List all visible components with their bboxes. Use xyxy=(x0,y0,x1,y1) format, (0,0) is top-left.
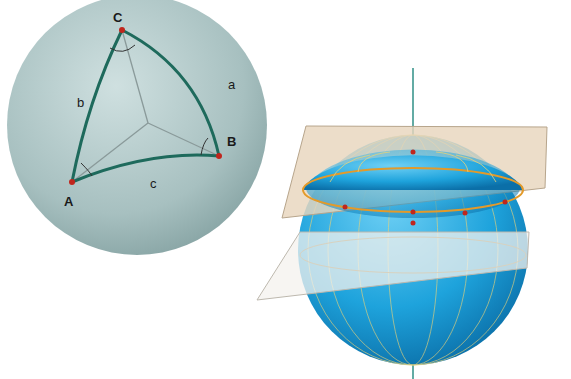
sphere xyxy=(7,0,267,255)
vertex-label: B xyxy=(227,135,236,148)
upper-plane xyxy=(282,126,547,218)
section-circle xyxy=(303,168,523,212)
dome-meridians xyxy=(330,152,496,182)
side-label: a xyxy=(228,78,235,91)
vertex-dots xyxy=(69,27,222,185)
vertex-label: C xyxy=(113,11,122,24)
dome xyxy=(303,155,523,190)
side-label: b xyxy=(77,96,84,109)
spherical-triangle xyxy=(72,30,219,182)
angle-arcs xyxy=(81,45,208,176)
lower-plane xyxy=(257,232,529,300)
lower-section xyxy=(300,237,526,273)
side-label: c xyxy=(150,177,157,190)
vertex-label: A xyxy=(64,195,73,208)
points xyxy=(343,150,508,226)
radius-lines xyxy=(72,30,219,182)
